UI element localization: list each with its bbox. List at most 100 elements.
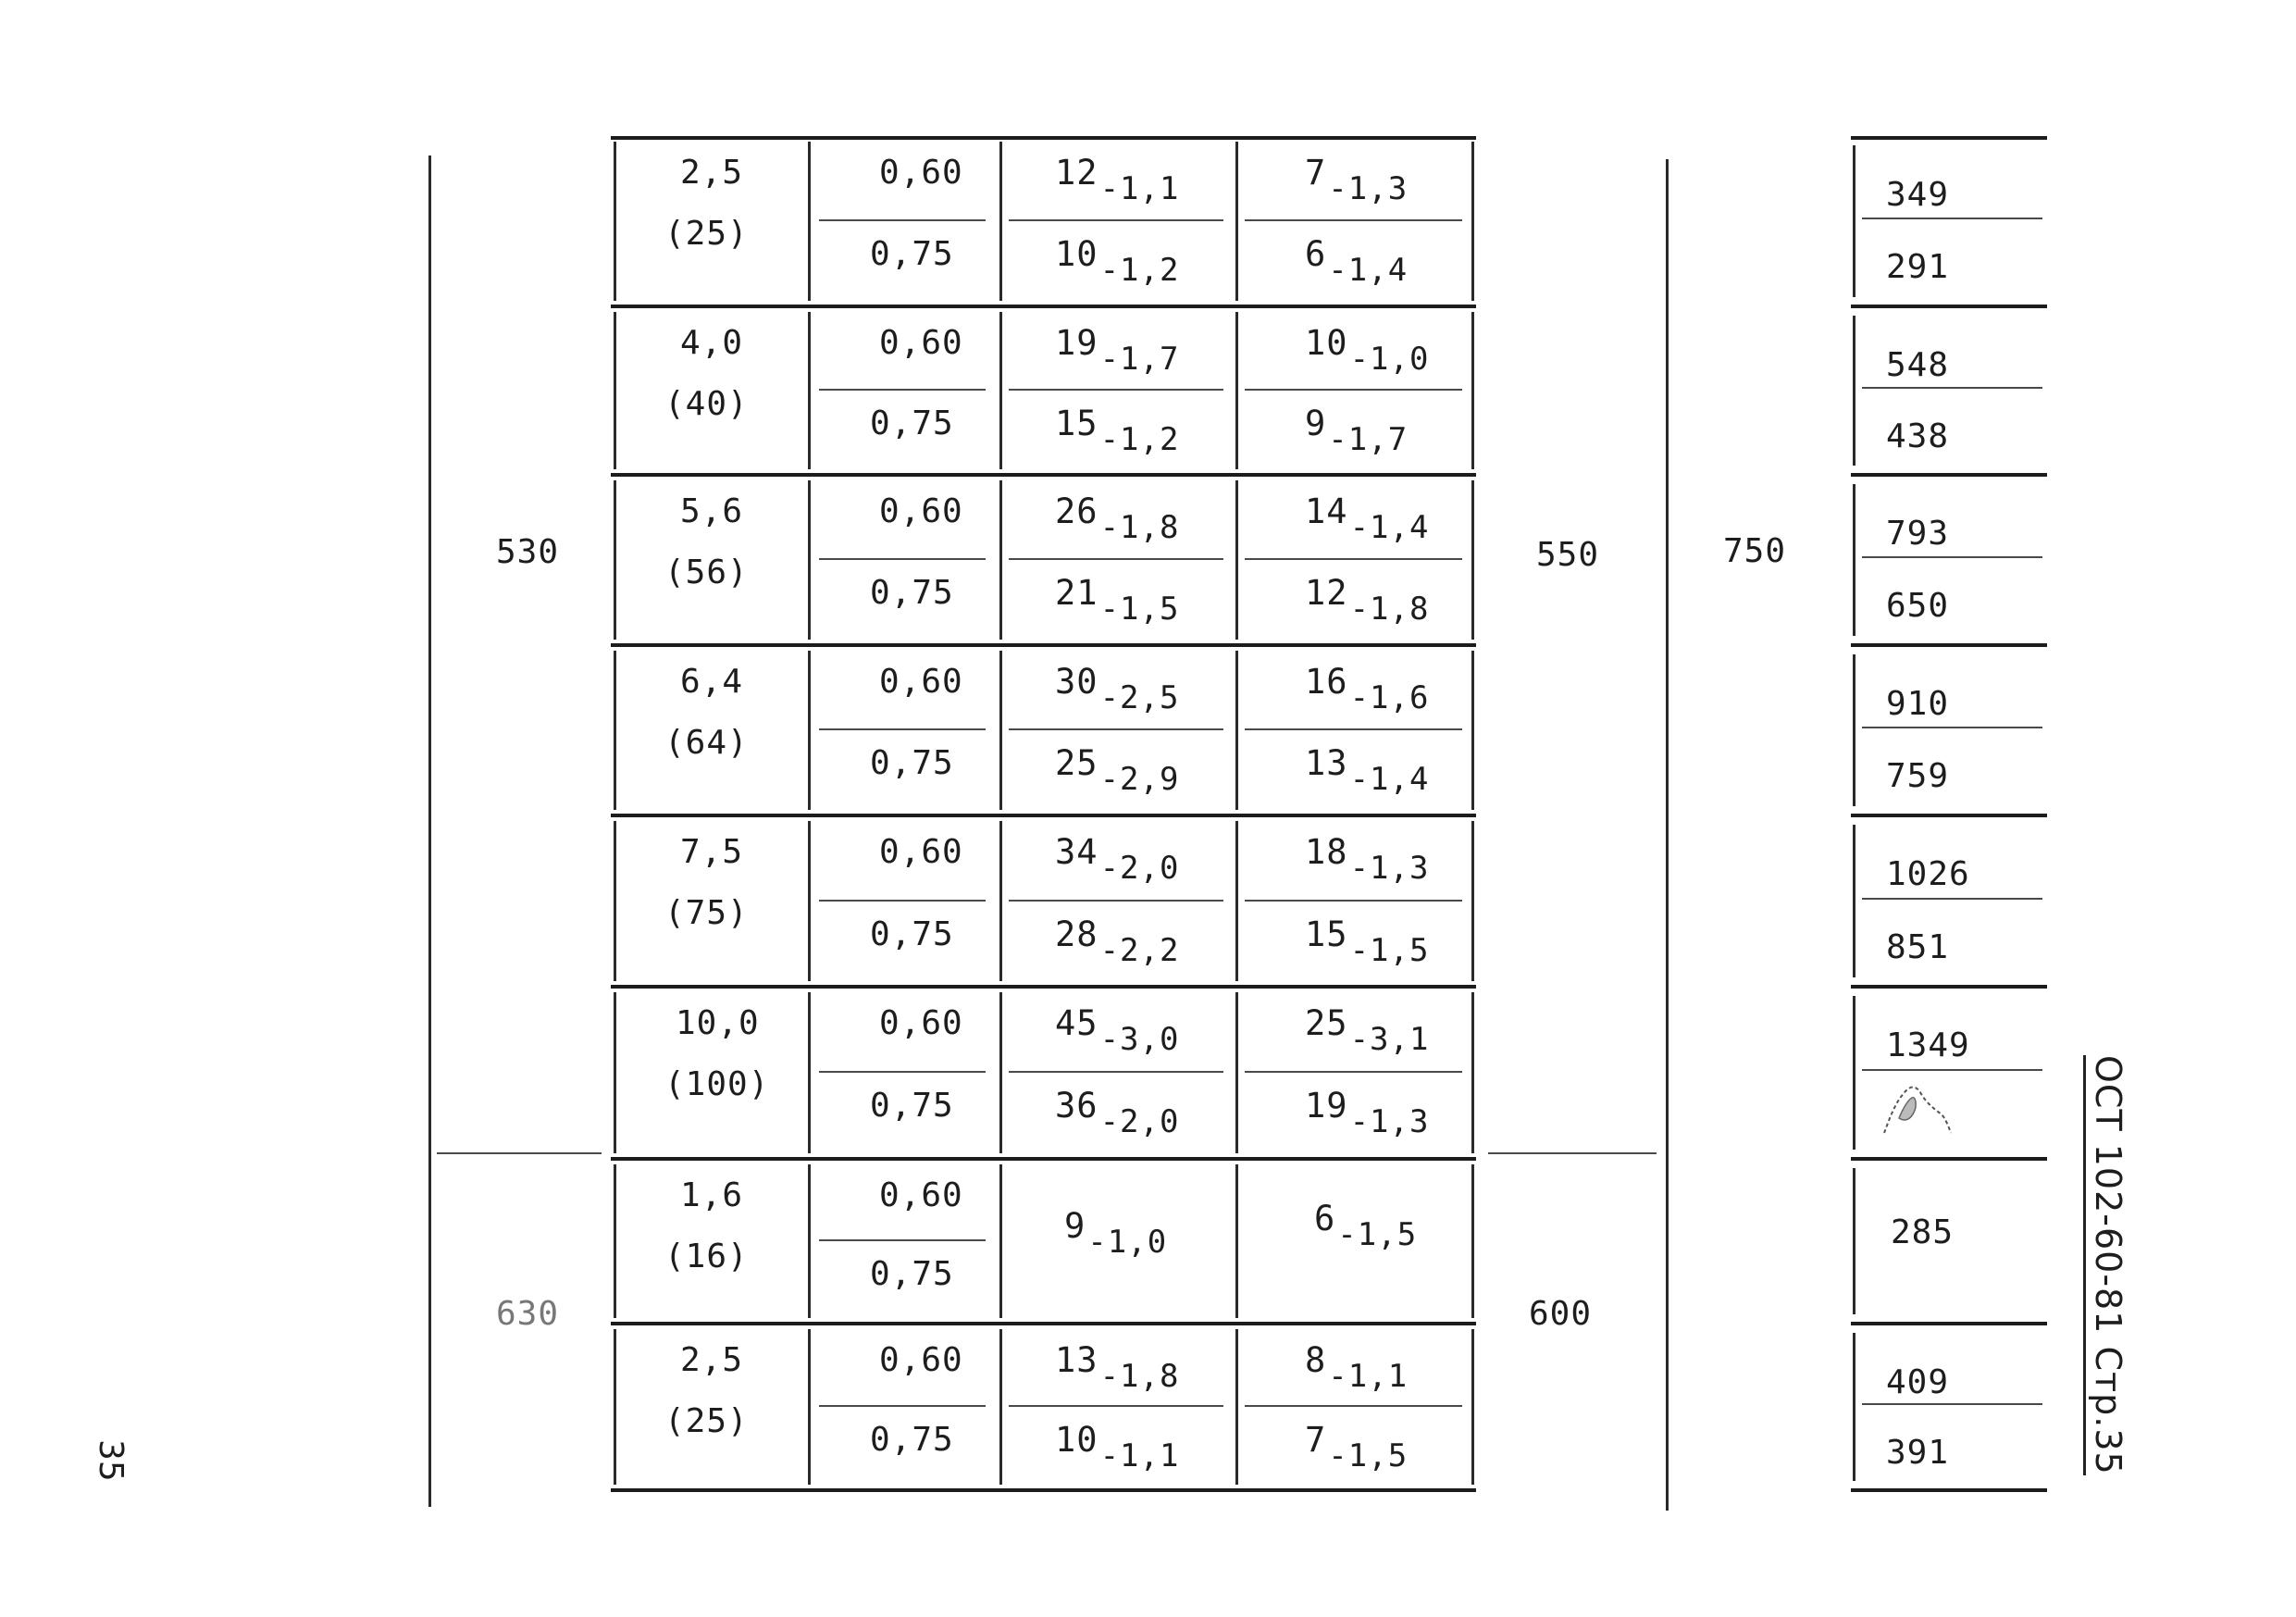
table-cell-border-7-2 bbox=[999, 1329, 1002, 1485]
size-paren: (75) bbox=[664, 894, 749, 932]
right-rule-6 bbox=[1851, 1322, 2047, 1325]
right-rule-1 bbox=[1851, 473, 2047, 477]
colA-bottom: 21-1,5 bbox=[1055, 575, 1179, 628]
colB-bottom-value: 19 bbox=[1305, 1086, 1348, 1126]
table-cell-border-6-1 bbox=[808, 1164, 811, 1318]
size-value: 1,6 bbox=[680, 1176, 744, 1214]
colA-merged: 9-1,0 bbox=[1064, 1208, 1167, 1262]
colB-top-tolerance: -1,3 bbox=[1328, 170, 1409, 207]
size-value: 4,0 bbox=[680, 324, 744, 362]
table-row-rule-2 bbox=[611, 643, 1476, 647]
right-split-line bbox=[1862, 1069, 2042, 1071]
colA-top-value: 12 bbox=[1055, 153, 1098, 193]
colA-split-line bbox=[1009, 900, 1223, 902]
colA-bottom: 10-1,2 bbox=[1055, 236, 1179, 290]
table-cell-border-0-4 bbox=[1471, 142, 1474, 301]
k-value-bottom: 0,75 bbox=[870, 574, 954, 612]
k-value-top: 0,60 bbox=[879, 492, 963, 530]
colB-split-line bbox=[1245, 900, 1462, 902]
right-split-line bbox=[1862, 387, 2042, 389]
table-cell-border-3-0 bbox=[614, 651, 616, 810]
colB-split-line bbox=[1245, 558, 1462, 560]
colA-top-value: 19 bbox=[1055, 323, 1098, 363]
right-cell-border-3 bbox=[1853, 654, 1855, 806]
right-cell-border-1 bbox=[1853, 316, 1855, 466]
colA-top: 13-1,8 bbox=[1055, 1340, 1179, 1396]
colA-bottom-value: 10 bbox=[1055, 1420, 1098, 1460]
right-top-rule bbox=[1851, 136, 2047, 140]
table-row-rule-6 bbox=[611, 1322, 1476, 1325]
k-value-bottom: 0,75 bbox=[870, 744, 954, 782]
size-value: 10,0 bbox=[676, 1004, 760, 1042]
table-cell-border-3-2 bbox=[999, 651, 1002, 810]
table-cell-border-2-3 bbox=[1235, 480, 1238, 640]
right-rule-5 bbox=[1851, 1157, 2047, 1161]
right-split-line bbox=[1862, 727, 2042, 728]
table-cell-border-5-0 bbox=[614, 992, 616, 1153]
size-value: 2,5 bbox=[680, 1341, 744, 1379]
page-number: 35 bbox=[92, 1439, 130, 1482]
right-value-top: 1026 bbox=[1886, 855, 1970, 893]
right-value-bottom: 291 bbox=[1886, 248, 1950, 286]
right-split-line bbox=[1862, 898, 2042, 900]
colB-merged-tolerance: -1,5 bbox=[1337, 1216, 1418, 1253]
colB-bottom-value: 7 bbox=[1305, 1420, 1327, 1460]
colB-bottom-value: 6 bbox=[1305, 234, 1327, 274]
table-cell-border-4-3 bbox=[1235, 821, 1238, 981]
colA-merged-tolerance: -1,0 bbox=[1087, 1224, 1168, 1261]
size-value: 7,5 bbox=[680, 833, 744, 871]
colA-bottom: 10-1,1 bbox=[1055, 1420, 1179, 1475]
table-top-rule bbox=[611, 136, 1476, 140]
table-row-rule-7 bbox=[611, 1488, 1476, 1492]
right-rule-3 bbox=[1851, 814, 2047, 817]
colB-top-tolerance: -1,0 bbox=[1349, 341, 1430, 378]
colB-top-tolerance: -1,3 bbox=[1349, 850, 1430, 887]
colB-top: 8-1,1 bbox=[1305, 1342, 1408, 1396]
table-row-rule-3 bbox=[611, 814, 1476, 817]
table-cell-border-6-3 bbox=[1235, 1164, 1238, 1318]
colB-bottom-tolerance: -1,4 bbox=[1349, 761, 1430, 798]
colB-top: 16-1,6 bbox=[1305, 664, 1429, 717]
k-value-bottom: 0,75 bbox=[870, 1087, 954, 1125]
table-cell-border-5-3 bbox=[1235, 992, 1238, 1153]
colA-top-tolerance: -1,1 bbox=[1099, 170, 1180, 207]
k-split-line bbox=[819, 219, 986, 221]
right-value-bottom: 759 bbox=[1886, 757, 1950, 795]
k-value-top: 0,60 bbox=[879, 1341, 963, 1379]
table-cell-border-7-4 bbox=[1471, 1329, 1474, 1485]
size-paren: (25) bbox=[664, 1402, 749, 1440]
colA-top-value: 13 bbox=[1055, 1340, 1098, 1380]
colB-top: 14-1,4 bbox=[1305, 493, 1429, 547]
colA-bottom-value: 25 bbox=[1055, 743, 1098, 783]
colA-top: 30-2,5 bbox=[1055, 664, 1179, 717]
table-row-rule-4 bbox=[611, 985, 1476, 989]
right-cell-border-0 bbox=[1853, 145, 1855, 297]
right-label-600: 600 bbox=[1529, 1295, 1593, 1333]
colA-top: 12-1,1 bbox=[1055, 153, 1179, 208]
k-value-top: 0,60 bbox=[879, 663, 963, 701]
colB-top-value: 10 bbox=[1305, 323, 1348, 363]
right-rule-7 bbox=[1851, 1488, 2047, 1492]
ink-smudge-icon bbox=[1883, 1086, 1952, 1134]
colB-bottom-value: 13 bbox=[1305, 743, 1348, 783]
table-cell-border-6-4 bbox=[1471, 1164, 1474, 1318]
side-title: ОСТ 102-60-81 Стр.35 bbox=[2083, 1055, 2128, 1475]
colA-top-tolerance: -3,0 bbox=[1099, 1021, 1180, 1058]
colB-split-line bbox=[1245, 219, 1462, 221]
colA-bottom-tolerance: -1,2 bbox=[1099, 252, 1180, 289]
table-cell-border-2-4 bbox=[1471, 480, 1474, 640]
right-value-top: 910 bbox=[1886, 685, 1950, 723]
size-value: 6,4 bbox=[680, 663, 744, 701]
table-cell-border-3-1 bbox=[808, 651, 811, 810]
table-cell-border-7-0 bbox=[614, 1329, 616, 1485]
colA-bottom-value: 15 bbox=[1055, 404, 1098, 443]
colA-top: 26-1,8 bbox=[1055, 493, 1179, 547]
colA-bottom-tolerance: -1,2 bbox=[1099, 421, 1180, 458]
colA-bottom: 15-1,2 bbox=[1055, 404, 1179, 459]
k-value-bottom: 0,75 bbox=[870, 404, 954, 442]
size-paren: (64) bbox=[664, 724, 749, 762]
right-cell-border-7 bbox=[1853, 1333, 1855, 1481]
colB-split-line bbox=[1245, 1071, 1462, 1073]
right-split-line bbox=[1862, 218, 2042, 219]
